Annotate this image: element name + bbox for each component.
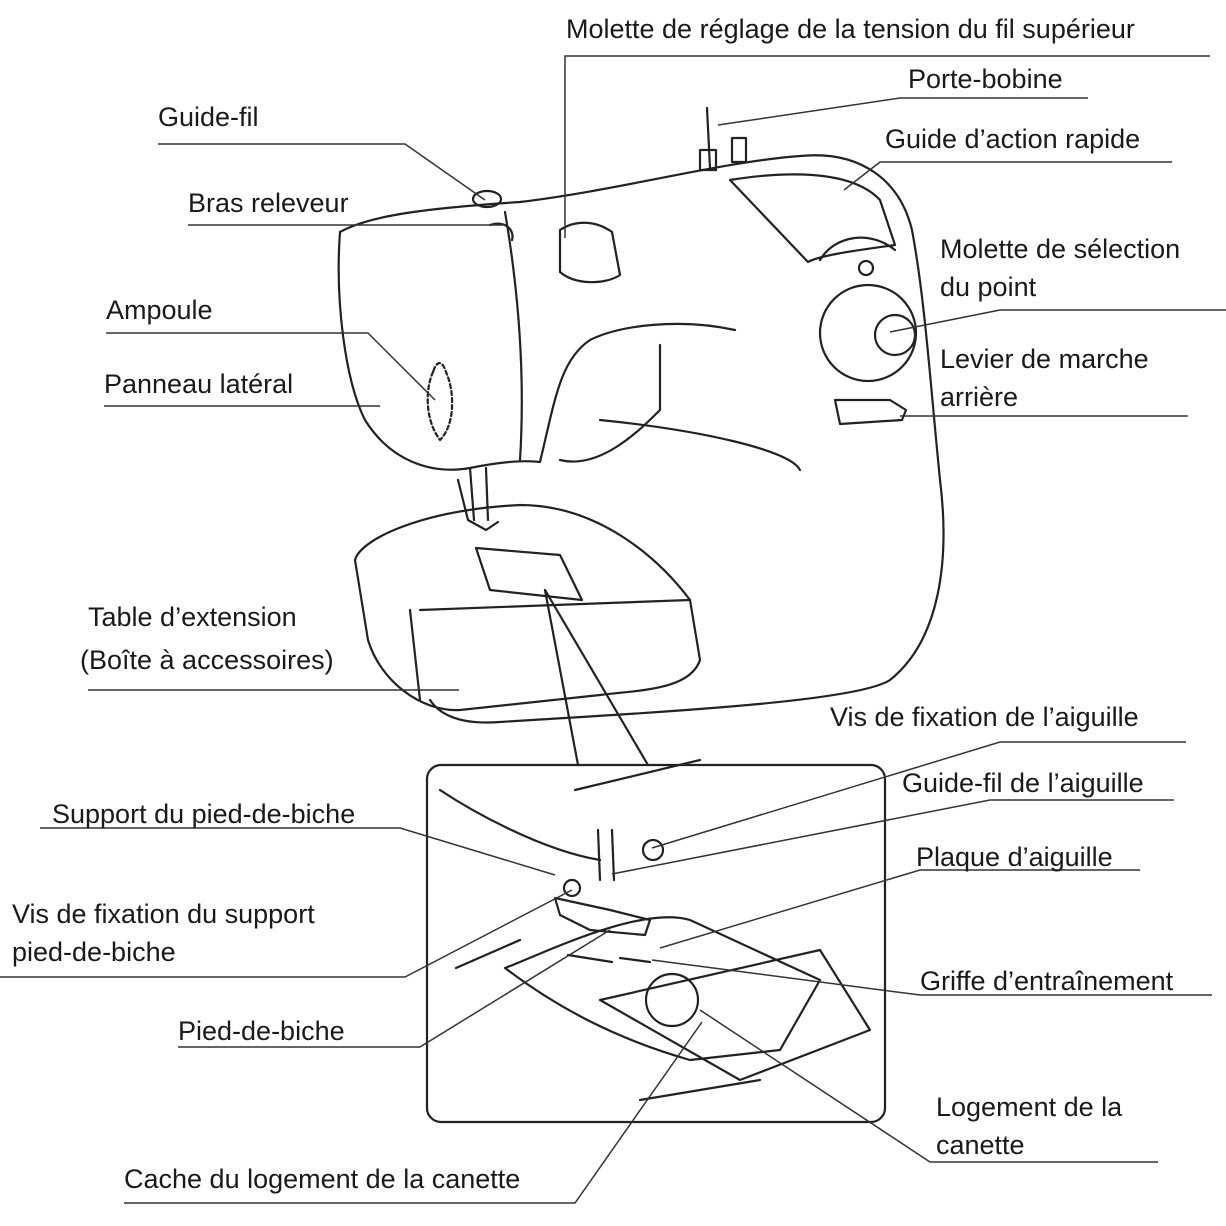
leader-tension [564,55,1210,238]
leader-lines [0,55,1226,1204]
head-block [337,230,737,471]
presser-foot-main [456,478,500,532]
leader-pattern [889,309,1226,333]
detail-inset-frame [425,763,887,1124]
label-flatbed-line1: Table d’extension [88,602,297,632]
leader-feed-dogs [651,959,1212,996]
thread-guide-part [471,189,503,209]
detail-feed-dogs-1 [566,953,614,964]
label-feed-dogs: Griffe d’entraînement [920,966,1174,996]
flatbed-divider [408,608,422,702]
label-presser-foot: Pied-de-biche [178,1016,345,1046]
label-reverse-lever-line1: Levier de marche [940,344,1149,374]
leader-clamp [651,741,1186,849]
zoom-line-left [543,588,580,767]
detail-bobbin-case [644,972,700,1028]
take-up-lever-part [488,222,514,242]
leader-presser-foot [178,929,611,1048]
label-bulb: Ampoule [106,295,213,325]
label-holder-screw-line1: Vis de fixation du support [12,899,315,929]
detail-head [438,788,602,862]
label-bobbin-case-line1: Logement de la [936,1092,1123,1122]
detail-presser-foot [553,896,652,937]
detail-clamp-screw [641,838,665,862]
inner-arm [598,418,802,472]
bulb-outline [426,361,454,442]
tension-dial [558,221,622,284]
zoom-line-right [543,588,650,767]
leader-quick-guide [843,161,1172,191]
label-face-plate: Panneau latéral [104,369,294,399]
label-reverse-lever-line2: arrière [940,382,1019,412]
detail-needle-bar [596,828,616,882]
label-presser-holder: Support du pied-de-biche [52,799,356,829]
label-needle-bar-guide: Guide-fil de l’aiguille [902,768,1144,798]
leader-plate [659,869,1140,949]
detail-feed-dogs-2 [618,956,652,964]
needle-plate-main [474,546,584,602]
detail-holder-screw [562,878,582,898]
label-holder-screw-line2: pied-de-biche [12,937,176,967]
pattern-dial-inner [873,313,917,357]
label-quick-guide: Guide d’action rapide [885,124,1141,154]
machine-body-outline [338,154,945,724]
label-bobbin-cover: Cache du logement de la canette [124,1164,521,1194]
label-flatbed-line2: (Boîte à accessoires) [80,645,334,675]
pattern-dial-outer [818,283,918,383]
leader-spool [717,97,1088,126]
reverse-lever [833,398,908,426]
label-pattern-dial-line2: du point [940,272,1037,302]
spool-base [698,148,718,172]
leader-thread-guide [158,143,486,201]
leader-holder [40,827,556,876]
detail-table [454,938,762,1102]
leader-holder-screw [0,889,573,978]
label-bobbin-case-line2: canette [936,1130,1025,1160]
quick-guide-panel [728,173,897,264]
label-pattern-dial-line1: Molette de sélection [940,234,1181,264]
label-spool-pin: Porte-bobine [908,64,1063,94]
label-thread-guide: Guide-fil [158,102,259,132]
label-take-up-lever: Bras releveur [188,188,349,218]
arm-opening [558,343,662,463]
flatbed [353,503,702,712]
detail-arm [573,758,702,792]
label-tension-dial: Molette de réglage de la tension du fil … [566,14,1135,44]
pattern-dial-marker [857,259,875,277]
pattern-dial-panel [818,236,897,262]
detail-bobbin-cover [598,948,872,1082]
leader-bobbin-case [699,1009,1158,1163]
bobbin-winder [730,136,748,164]
spool-pin [705,106,712,170]
detail-needle-plate [503,916,822,1062]
label-needle-plate: Plaque d’aiguille [916,842,1113,872]
label-needle-clamp-screw: Vis de fixation de l’aiguille [830,702,1139,732]
needle-bar [468,466,490,522]
head-front-curve [503,210,523,462]
leader-bulb [106,332,436,401]
leader-bobbin-cover [124,1021,703,1204]
leader-needle-guide [611,799,1174,875]
